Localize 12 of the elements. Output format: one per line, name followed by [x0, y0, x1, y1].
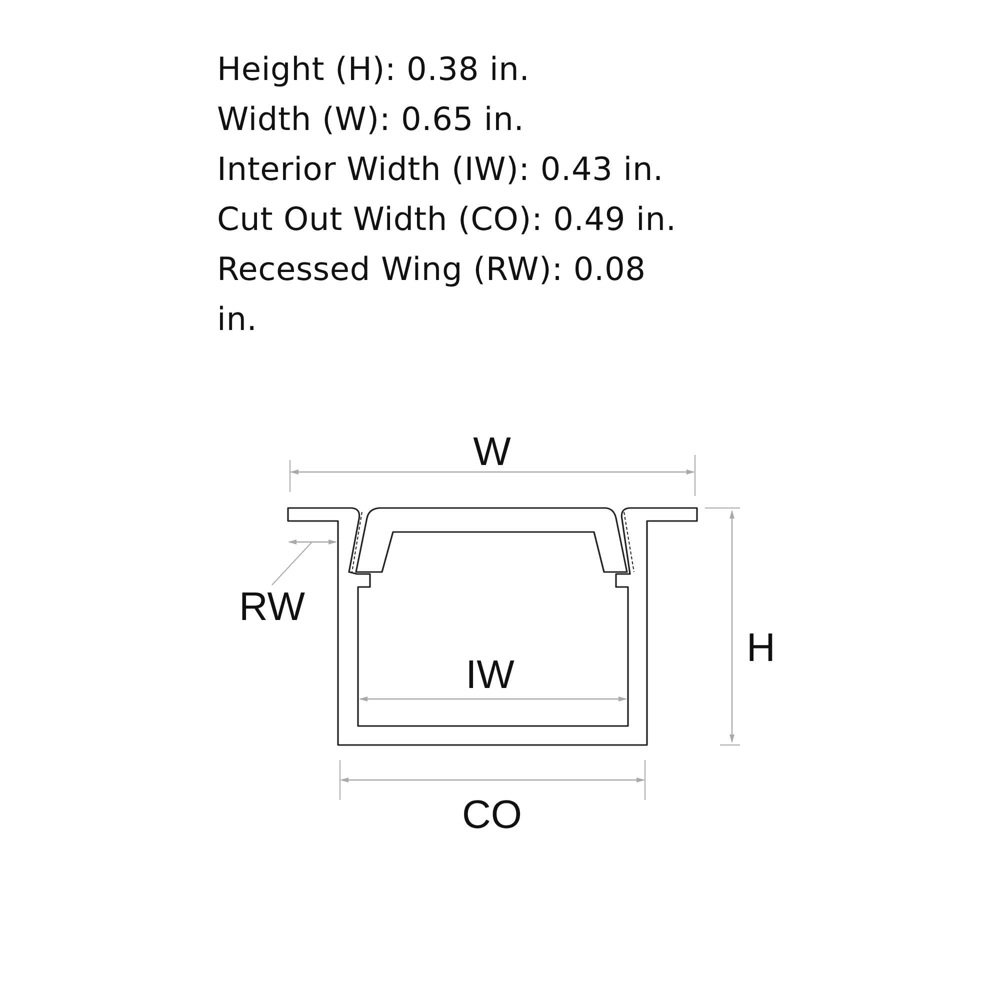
dimension-label: RW: [232, 585, 312, 629]
dimension-label: W: [473, 430, 511, 474]
dimension-line: [288, 539, 337, 545]
dimension-label: H: [746, 626, 776, 670]
specification-text: Cut Out Width (CO): 0.49 in.: [217, 199, 678, 240]
specification-text: Interior Width (IW): 0.43 in.: [217, 149, 665, 190]
specification-text: Height (H): 0.38 in.: [217, 49, 531, 90]
dimension-label: CO: [462, 793, 522, 837]
specification-text: Width (W): 0.65 in.: [217, 99, 526, 140]
dimension-label: IW: [466, 653, 514, 697]
specification-text: Recessed Wing (RW): 0.08 in.: [217, 249, 647, 340]
leader-line: [272, 542, 312, 586]
